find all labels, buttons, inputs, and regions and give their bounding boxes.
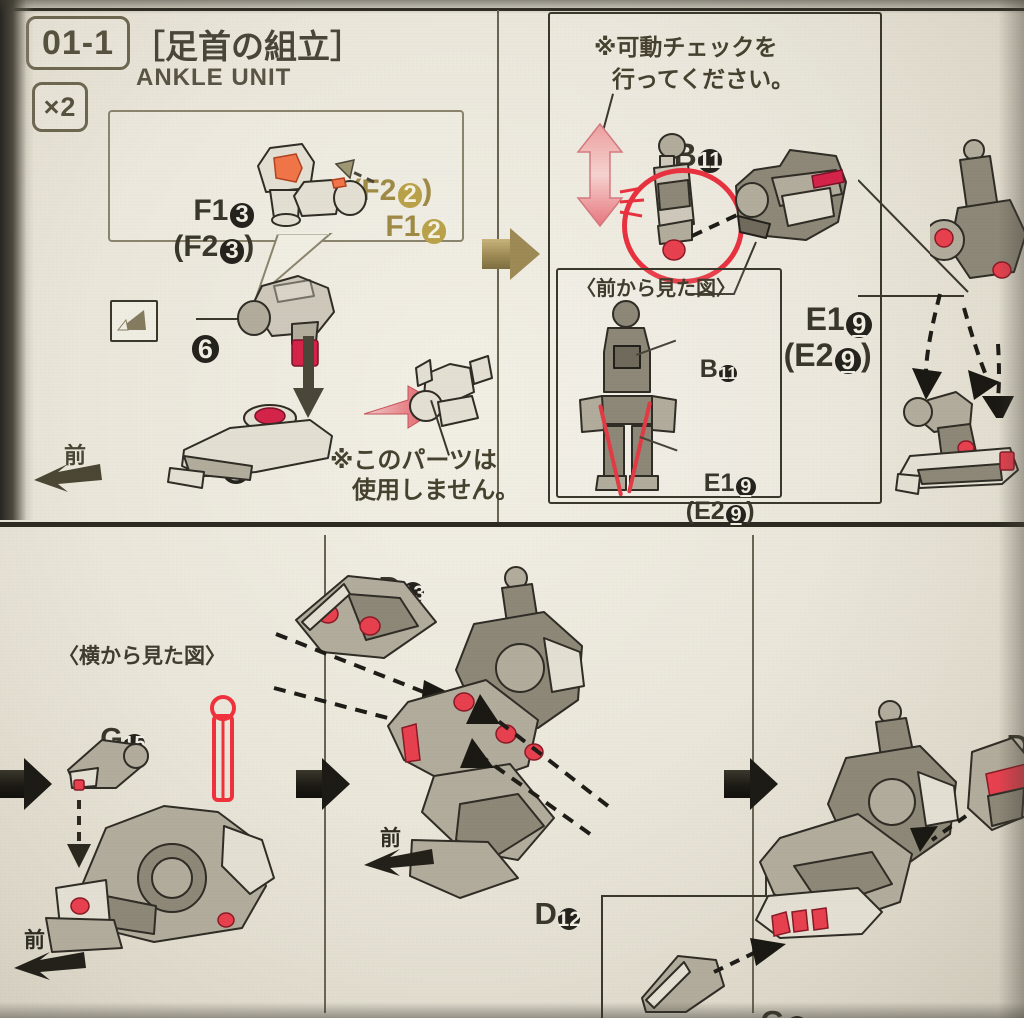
callout-dashed-arrow (334, 159, 375, 184)
assembly-dashed-arrows (912, 293, 1014, 418)
d10-dashed-arrow (910, 814, 968, 852)
step-number-text: 01-1 (41, 23, 115, 62)
part-code: F1 (193, 194, 229, 227)
front-marker-bottom-left-label: 前 (24, 928, 45, 952)
unused-note-line-1: ※このパーツは (330, 446, 497, 474)
front-view-subpanel (556, 268, 782, 498)
part-suffix: ) (422, 174, 433, 207)
front-view-label-b11: B11 (672, 326, 737, 413)
decal-number-label: 6 (160, 300, 220, 394)
part-f1-2-illustration (293, 177, 367, 217)
right-edge-shadow (998, 0, 1024, 1018)
page-title-jp: ［足首の組立］ (132, 27, 363, 66)
part-g14-illustration (641, 955, 725, 1013)
part-f1-3-illustration (257, 143, 315, 227)
front-marker-mid-label: 前 (380, 826, 401, 850)
e19-leader-pointer (688, 241, 757, 295)
part-number-circle: 14 (785, 1016, 809, 1018)
part-code: G (760, 1004, 784, 1018)
front-marker-bottom-left-arrow (14, 952, 86, 980)
front-marker-mid-arrow (364, 849, 434, 876)
part-number-circle: 12 (557, 906, 582, 932)
check-note-line-2: 行ってください。 (612, 67, 795, 93)
step-number-badge: 01-1 (26, 16, 130, 70)
g14-dashed-arrow (713, 938, 786, 974)
part-code: B (699, 355, 718, 383)
front-view-title: 〈前から見た図〉 (576, 276, 736, 300)
part-code: (E2 (685, 497, 725, 525)
part-b8-illustration (167, 404, 333, 489)
quantity-badge: ×2 (32, 82, 88, 132)
unused-note-line-2: 使用しません。 (352, 476, 520, 504)
part-d13-illustration (295, 575, 437, 659)
part-suffix: ) (861, 337, 872, 373)
part-suffix: ) (746, 497, 755, 525)
part-number-circle: 9 (846, 312, 873, 339)
part-code: F1 (385, 210, 421, 243)
final-assembly-leader (858, 179, 969, 297)
assembly-upper-part (930, 139, 1024, 279)
page-title-en: ANKLE UNIT (136, 64, 292, 91)
bottom-entry-arrow (0, 758, 52, 810)
arrow-head (322, 758, 350, 810)
part-code: (F2 (173, 230, 219, 263)
part-e19-illustration (735, 149, 847, 241)
side-view-leg-assembly (45, 805, 275, 953)
check-note-line-1: ※可動チェックを (594, 35, 778, 61)
part-number-circle: 9 (735, 477, 756, 498)
g15-down-arrow (67, 800, 91, 868)
part-number-circle: 9 (834, 348, 861, 375)
part-code: (E2 (783, 337, 834, 373)
bottom-edge-shadow (0, 1002, 1024, 1018)
part-label-g14: G14 (726, 968, 809, 1018)
bottom-step3-arrow (724, 758, 778, 810)
arrow-head (750, 758, 778, 810)
movement-double-arrow (576, 122, 624, 228)
quantity-text: ×2 (43, 91, 77, 122)
part-number-circle: 3 (219, 239, 245, 264)
assembly-lower-foot (895, 391, 1019, 495)
arrow-head (510, 228, 540, 280)
part-number-circle: 2 (421, 219, 447, 244)
band-divider (0, 522, 1024, 527)
part-g15-illustration (67, 739, 149, 791)
part-label-d12: D12 (500, 860, 582, 968)
top-edge-shadow (0, 0, 1024, 14)
part-number-circle: 9 (725, 505, 747, 526)
transition-arrow-gold (482, 228, 540, 280)
assembly-down-arrow-1 (293, 336, 324, 418)
decal-number-circle: 6 (191, 335, 220, 363)
part-suffix: ) (244, 230, 255, 263)
left-edge-shadow (0, 0, 34, 520)
part-code: E1 (805, 301, 845, 337)
part-number-circle: 11 (718, 362, 738, 383)
front-marker-top-label: 前 (64, 444, 87, 469)
unused-part-illustration (409, 355, 493, 427)
bottom-center-assembly (387, 566, 585, 899)
part-code: D (534, 896, 557, 931)
red-highlight-pin (210, 695, 236, 802)
side-view-title: 〈横から見た図〉 (58, 644, 226, 668)
front-marker-top-arrow (34, 464, 102, 492)
part-code: E1 (703, 469, 735, 497)
decal-icon (110, 300, 158, 342)
part-number-circle: 3 (229, 203, 255, 228)
part-number-circle: 2 (397, 183, 423, 208)
center-assembly-arrows (460, 694, 610, 836)
part-d10-illustration (967, 737, 1024, 831)
part-number-circle: 11 (697, 147, 722, 174)
bottom-step2-arrow (296, 758, 350, 810)
arrow-head (24, 758, 52, 810)
